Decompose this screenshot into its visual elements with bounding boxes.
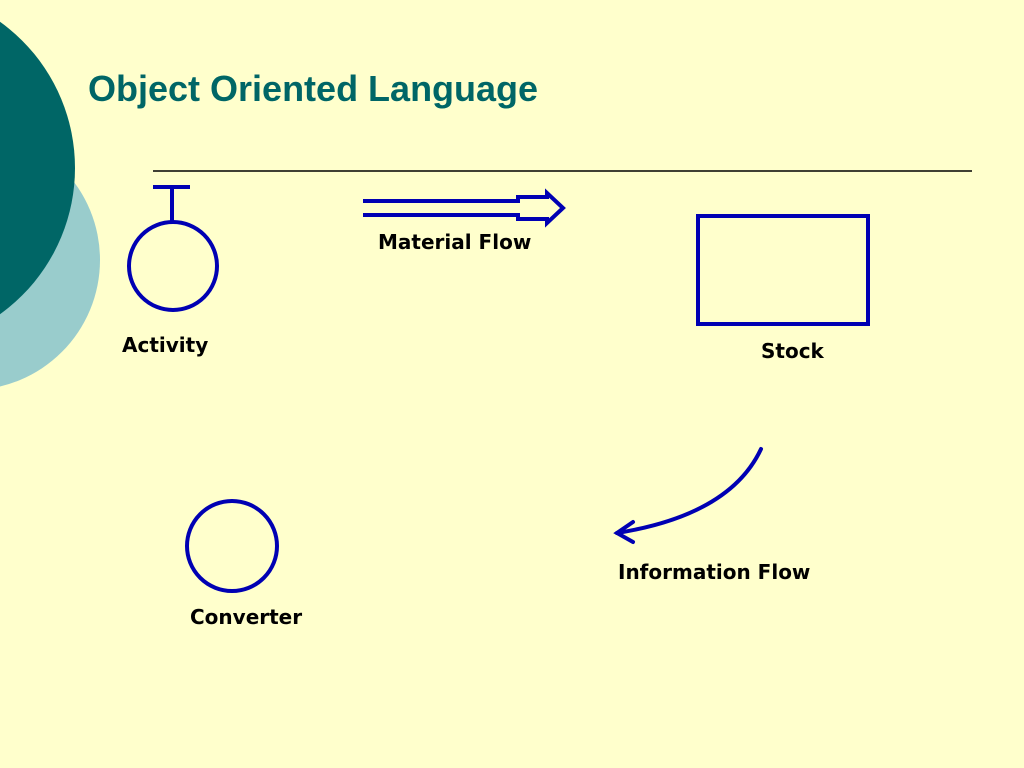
stock-symbol (696, 214, 870, 326)
material-flow-arrow (363, 188, 566, 228)
activity-circle (127, 220, 219, 312)
activity-label: Activity (122, 333, 209, 357)
deco-circle-dark (0, 21, 75, 315)
information-flow-label: Information Flow (618, 560, 811, 584)
converter-label: Converter (190, 605, 303, 629)
material-flow-label: Material Flow (378, 230, 532, 254)
converter-symbol (185, 499, 279, 593)
activity-symbol (127, 185, 219, 312)
information-flow-arrow (613, 447, 763, 544)
slide-title: Object Oriented Language (88, 68, 539, 109)
stock-label: Stock (761, 339, 824, 363)
